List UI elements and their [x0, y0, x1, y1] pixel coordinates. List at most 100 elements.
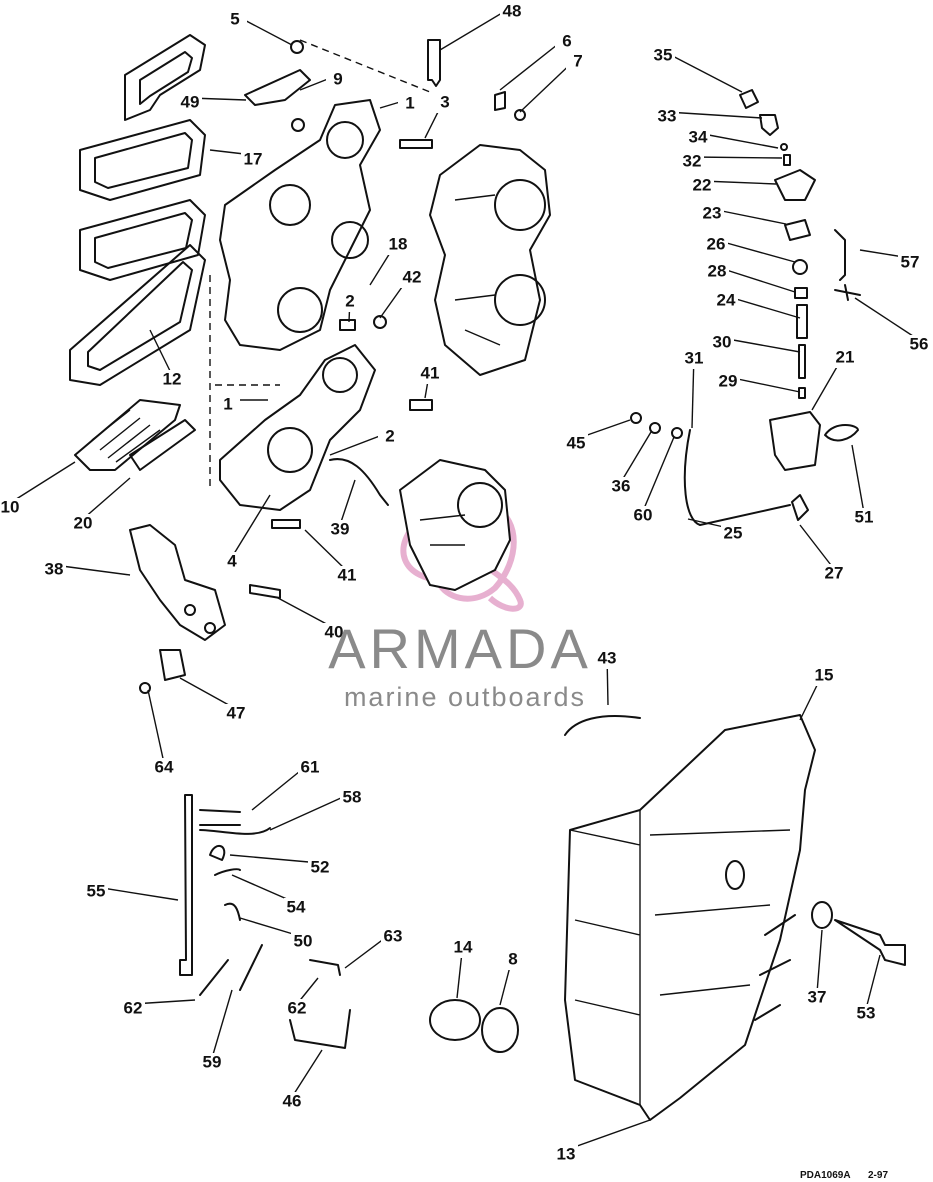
callout-leader-22: [701, 180, 777, 185]
callout-55: 55: [87, 881, 106, 900]
callout-37: 37: [808, 987, 827, 1006]
callout-bg: [121, 999, 145, 1019]
callout-bg: [716, 372, 740, 392]
callout-bg: [686, 128, 710, 148]
callout-bg: [216, 395, 240, 415]
callout-bg: [84, 882, 108, 902]
callout-leader-37: [816, 929, 823, 994]
callout-leader-32: [691, 156, 783, 159]
callout-bg: [340, 788, 364, 808]
callout-bg: [566, 52, 590, 72]
callout-bg: [721, 524, 745, 544]
callout-51: 51: [855, 507, 874, 526]
callout-leader-13: [565, 1119, 651, 1151]
callout-bg: [291, 932, 315, 952]
figure-code: PDA1069A: [800, 1170, 851, 1181]
callout-1: 1: [223, 394, 232, 413]
callout-8: 8: [508, 949, 517, 968]
callout-bg: [554, 1145, 578, 1165]
callout-bg: [822, 564, 846, 584]
assembly-guide-lines: [209, 39, 431, 490]
callout-60: 60: [634, 505, 653, 524]
callout-bg: [854, 1004, 878, 1024]
air-silencer-cover: [564, 714, 816, 1121]
callout-bg: [378, 427, 402, 447]
callout-bg: [680, 152, 704, 172]
callout-47: 47: [227, 703, 246, 722]
callout-leader-59: [211, 989, 233, 1059]
callout-39: 39: [331, 519, 350, 538]
carburetor-upper: [429, 144, 551, 376]
callout-leader-27: [799, 524, 835, 570]
callout-bg: [335, 566, 359, 586]
callout-bg: [328, 520, 352, 540]
callout-bg: [298, 758, 322, 778]
callout-41: 41: [421, 363, 440, 382]
callout-9: 9: [333, 69, 342, 88]
callout-43: 43: [598, 648, 617, 667]
callout-bg: [451, 938, 475, 958]
callout-56: 56: [910, 334, 929, 353]
callout-64: 64: [155, 757, 174, 776]
callout-leader-34: [697, 132, 779, 149]
callout-10: 10: [1, 497, 20, 516]
callout-bg: [631, 506, 655, 526]
callout-62: 62: [288, 998, 307, 1017]
callout-leader-30: [721, 337, 801, 353]
callout-leader-24: [725, 295, 801, 319]
reed-block: [74, 399, 196, 471]
callout-bg: [500, 2, 524, 22]
callout-18: 18: [389, 234, 408, 253]
callout-30: 30: [713, 332, 732, 351]
callout-bg: [326, 70, 350, 90]
callout-3: 3: [440, 92, 449, 111]
callout-49: 49: [181, 92, 200, 111]
watermark-title: ARMADA: [328, 617, 592, 680]
callout-bg: [555, 32, 579, 52]
callout-34: 34: [689, 127, 708, 146]
callout-leader-23: [711, 208, 787, 225]
callout-bg: [805, 988, 829, 1008]
callout-bg: [42, 560, 66, 580]
mounting-bracket: [129, 524, 226, 641]
callout-leader-12: [149, 329, 173, 376]
callout-bg: [160, 370, 184, 390]
callout-20: 20: [74, 513, 93, 532]
callout-1: 1: [405, 93, 414, 112]
callout-leader-35: [662, 50, 743, 93]
callout-leader-10: [9, 461, 76, 504]
callout-bg: [700, 204, 724, 224]
callout-bg: [690, 176, 714, 196]
callout-bg: [381, 927, 405, 947]
callout-59: 59: [203, 1052, 222, 1071]
callout-bg: [418, 364, 442, 384]
callout-14: 14: [454, 937, 473, 956]
callout-53: 53: [857, 1003, 876, 1022]
fuel-pump-assembly: [630, 89, 861, 526]
callout-leader-41: [304, 529, 348, 572]
callout-24: 24: [717, 290, 736, 309]
callout-33: 33: [658, 106, 677, 125]
crankcase-body: [219, 99, 381, 511]
callout-38: 38: [45, 559, 64, 578]
callout-bg: [907, 335, 931, 355]
callout-17: 17: [244, 149, 263, 168]
callout-35: 35: [654, 45, 673, 64]
callout-4: 4: [227, 551, 237, 570]
callout-bg: [400, 268, 424, 288]
carburetor-lower: [399, 459, 511, 591]
callout-bg: [284, 898, 308, 918]
callout-leader-39: [339, 479, 356, 526]
callout-leader-60: [642, 436, 675, 512]
callout-36: 36: [612, 476, 631, 495]
gasket-set: [69, 34, 206, 386]
callout-bg: [564, 434, 588, 454]
callout-bg: [852, 508, 876, 528]
callout-5: 5: [230, 9, 239, 28]
callout-leaders: [9, 6, 920, 1151]
callout-2: 2: [385, 426, 394, 445]
callout-bg: [338, 292, 362, 312]
callout-bg: [308, 858, 332, 878]
